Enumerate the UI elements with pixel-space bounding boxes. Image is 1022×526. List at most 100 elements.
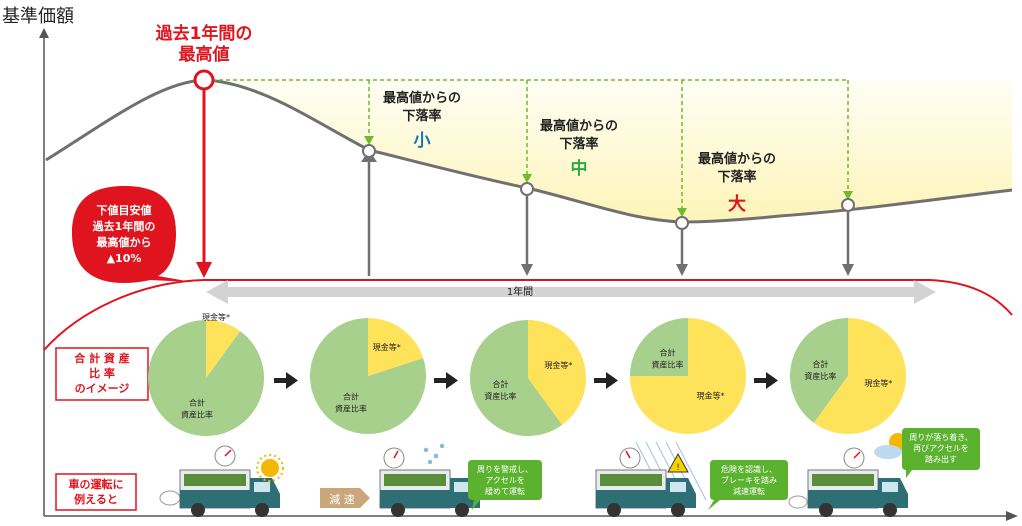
speech-bubble: 周りが落ち着き、 再びアクセルを 踏み出す: [902, 428, 980, 478]
pie-label-assets: 合計: [492, 379, 508, 389]
drop-label-small: 最高値からの 下落率 小: [383, 90, 461, 151]
drawdown-area: [204, 80, 1012, 222]
point-medium-drop: [520, 182, 534, 196]
asset-row-label: 合 計 資 産 比 率 のイメージ: [55, 347, 149, 401]
guide-arrowheads: [364, 136, 853, 217]
drop-label-text: 下落率: [559, 136, 598, 152]
threshold-curve: [43, 279, 1013, 351]
right-arrow-icon: [594, 372, 618, 389]
threshold-bubble: 下値目安値 過去1年間の 最高値から ▲10%: [72, 186, 192, 283]
drop-arrows: [367, 158, 850, 276]
bubble-text: ▲10%: [107, 252, 142, 265]
right-arrow-icon: [754, 372, 778, 389]
pie-label-cash: 現金等*: [202, 312, 230, 322]
pie-slice-cash: [630, 318, 746, 434]
pie-slice-cash: [206, 320, 241, 378]
svg-text:!: !: [676, 463, 680, 473]
speech-text: 周りが落ち着き、: [909, 432, 972, 442]
bubble-text: 過去1年間の: [92, 219, 156, 233]
car-illustrations: 減 速 周りを警戒し、 アクセルを 緩めて運転: [159, 428, 980, 517]
y-axis-label: 基準価額: [2, 6, 74, 27]
speech-text: 緩めて運転: [485, 486, 525, 496]
truck-2: 減 速 周りを警戒し、 アクセルを 緩めて運転: [320, 443, 542, 517]
pie-label-assets: 資産比率: [484, 391, 516, 401]
peak-label-line1: 過去1年間の: [156, 23, 253, 44]
bubble-text: 最高値から: [97, 235, 152, 249]
pie-label-cash: 現金等*: [864, 378, 892, 388]
truck-3: ! 危険を認識し、 ブレーキを踏み 減速運転: [595, 441, 788, 517]
slow-label: 減 速: [329, 492, 355, 506]
drop-label-text: 下落率: [717, 169, 756, 185]
pie-slice-assets: [790, 318, 848, 423]
period-label: 1年間: [507, 285, 533, 298]
speech-text: アクセルを: [485, 476, 525, 485]
pie-label-cash: 現金等*: [373, 342, 401, 352]
pie-label-cash: 現金等*: [544, 360, 572, 370]
row-label-text: 例えると: [74, 492, 118, 506]
point-recovery: [841, 198, 855, 212]
pie-label-assets: 資産比率: [804, 371, 836, 381]
speech-text: ブレーキを踏み: [721, 475, 777, 485]
slow-down-sign: 減 速: [320, 488, 370, 508]
speech-text: 踏み出す: [925, 454, 957, 464]
speech-text: 危険を認識し、: [721, 464, 777, 474]
point-small-drop: [362, 144, 376, 158]
drop-label-medium: 最高値からの 下落率 中: [540, 118, 618, 179]
curve-points: [362, 144, 855, 230]
exhaust-icon: [159, 490, 181, 506]
drop-label-text: 最高値からの: [698, 151, 776, 167]
period-arrow: 1年間: [206, 280, 936, 304]
sun-icon: [256, 454, 284, 482]
right-arrow-icon: [434, 372, 458, 389]
rain-icon: [423, 443, 445, 465]
x-axis-arrow-icon: [1006, 511, 1018, 521]
speech-text: 減速運転: [733, 486, 765, 496]
row-label-text: 比 率: [89, 366, 115, 380]
drop-level-small: 小: [414, 131, 431, 151]
drop-label-text: 最高値からの: [383, 90, 461, 106]
exhaust-icon: [788, 495, 808, 509]
pie-arrows: [274, 372, 778, 389]
pie-slice-assets: [147, 320, 264, 436]
speech-text: 再びアクセルを: [913, 444, 969, 453]
drop-level-large: 大: [728, 193, 746, 215]
warning-icon: !: [667, 452, 689, 473]
bubble-text: 下値目安値: [97, 203, 152, 217]
pie-label-cash: 現金等*: [697, 391, 725, 401]
drop-label-large: 最高値からの 下落率 大: [698, 151, 776, 215]
pie-slice-cash: [813, 318, 907, 435]
row-label-text: のイメージ: [75, 382, 130, 395]
pie-slice-cash: [368, 318, 424, 376]
truck-1: [159, 445, 284, 517]
pie-label-assets: 資産比率: [335, 403, 367, 413]
y-axis-arrow-icon: [39, 28, 49, 38]
pie-slice-assets: [469, 320, 563, 436]
speech-text: 周りを警戒し、: [477, 464, 533, 474]
axes: 基準価額: [2, 6, 1018, 521]
peak-label-line2: 最高値: [179, 44, 230, 65]
drop-arrowheads: [361, 150, 854, 276]
pie-label-assets: 合計: [659, 347, 675, 357]
pie-slice-cash: [528, 320, 586, 425]
pie-label-assets: 合計: [189, 398, 205, 408]
drop-label-text: 最高値からの: [540, 118, 618, 134]
row-label-text: 車の運転に: [69, 477, 124, 491]
pie-charts: 現金等*合計資産比率現金等*合計資産比率現金等*合計資産比率現金等*合計資産比率…: [147, 312, 907, 436]
row-label-text: 合 計 資 産: [74, 351, 130, 365]
speech-bubble: 周りを警戒し、 アクセルを 緩めて運転: [468, 460, 542, 510]
pie-label-assets: 合計: [343, 391, 359, 401]
truck-4: 周りが落ち着き、 再びアクセルを 踏み出す: [788, 428, 980, 517]
right-arrow-icon: [274, 372, 298, 389]
speech-bubble: 危険を認識し、 ブレーキを踏み 減速運転: [708, 460, 788, 510]
car-row-label: 車の運転に 例えると: [55, 473, 137, 511]
pie-label-assets: 資産比率: [651, 359, 683, 369]
pie-label-assets: 資産比率: [181, 410, 213, 420]
point-large-drop: [675, 216, 689, 230]
drop-label-text: 下落率: [402, 108, 441, 124]
drop-level-medium: 中: [571, 158, 588, 179]
